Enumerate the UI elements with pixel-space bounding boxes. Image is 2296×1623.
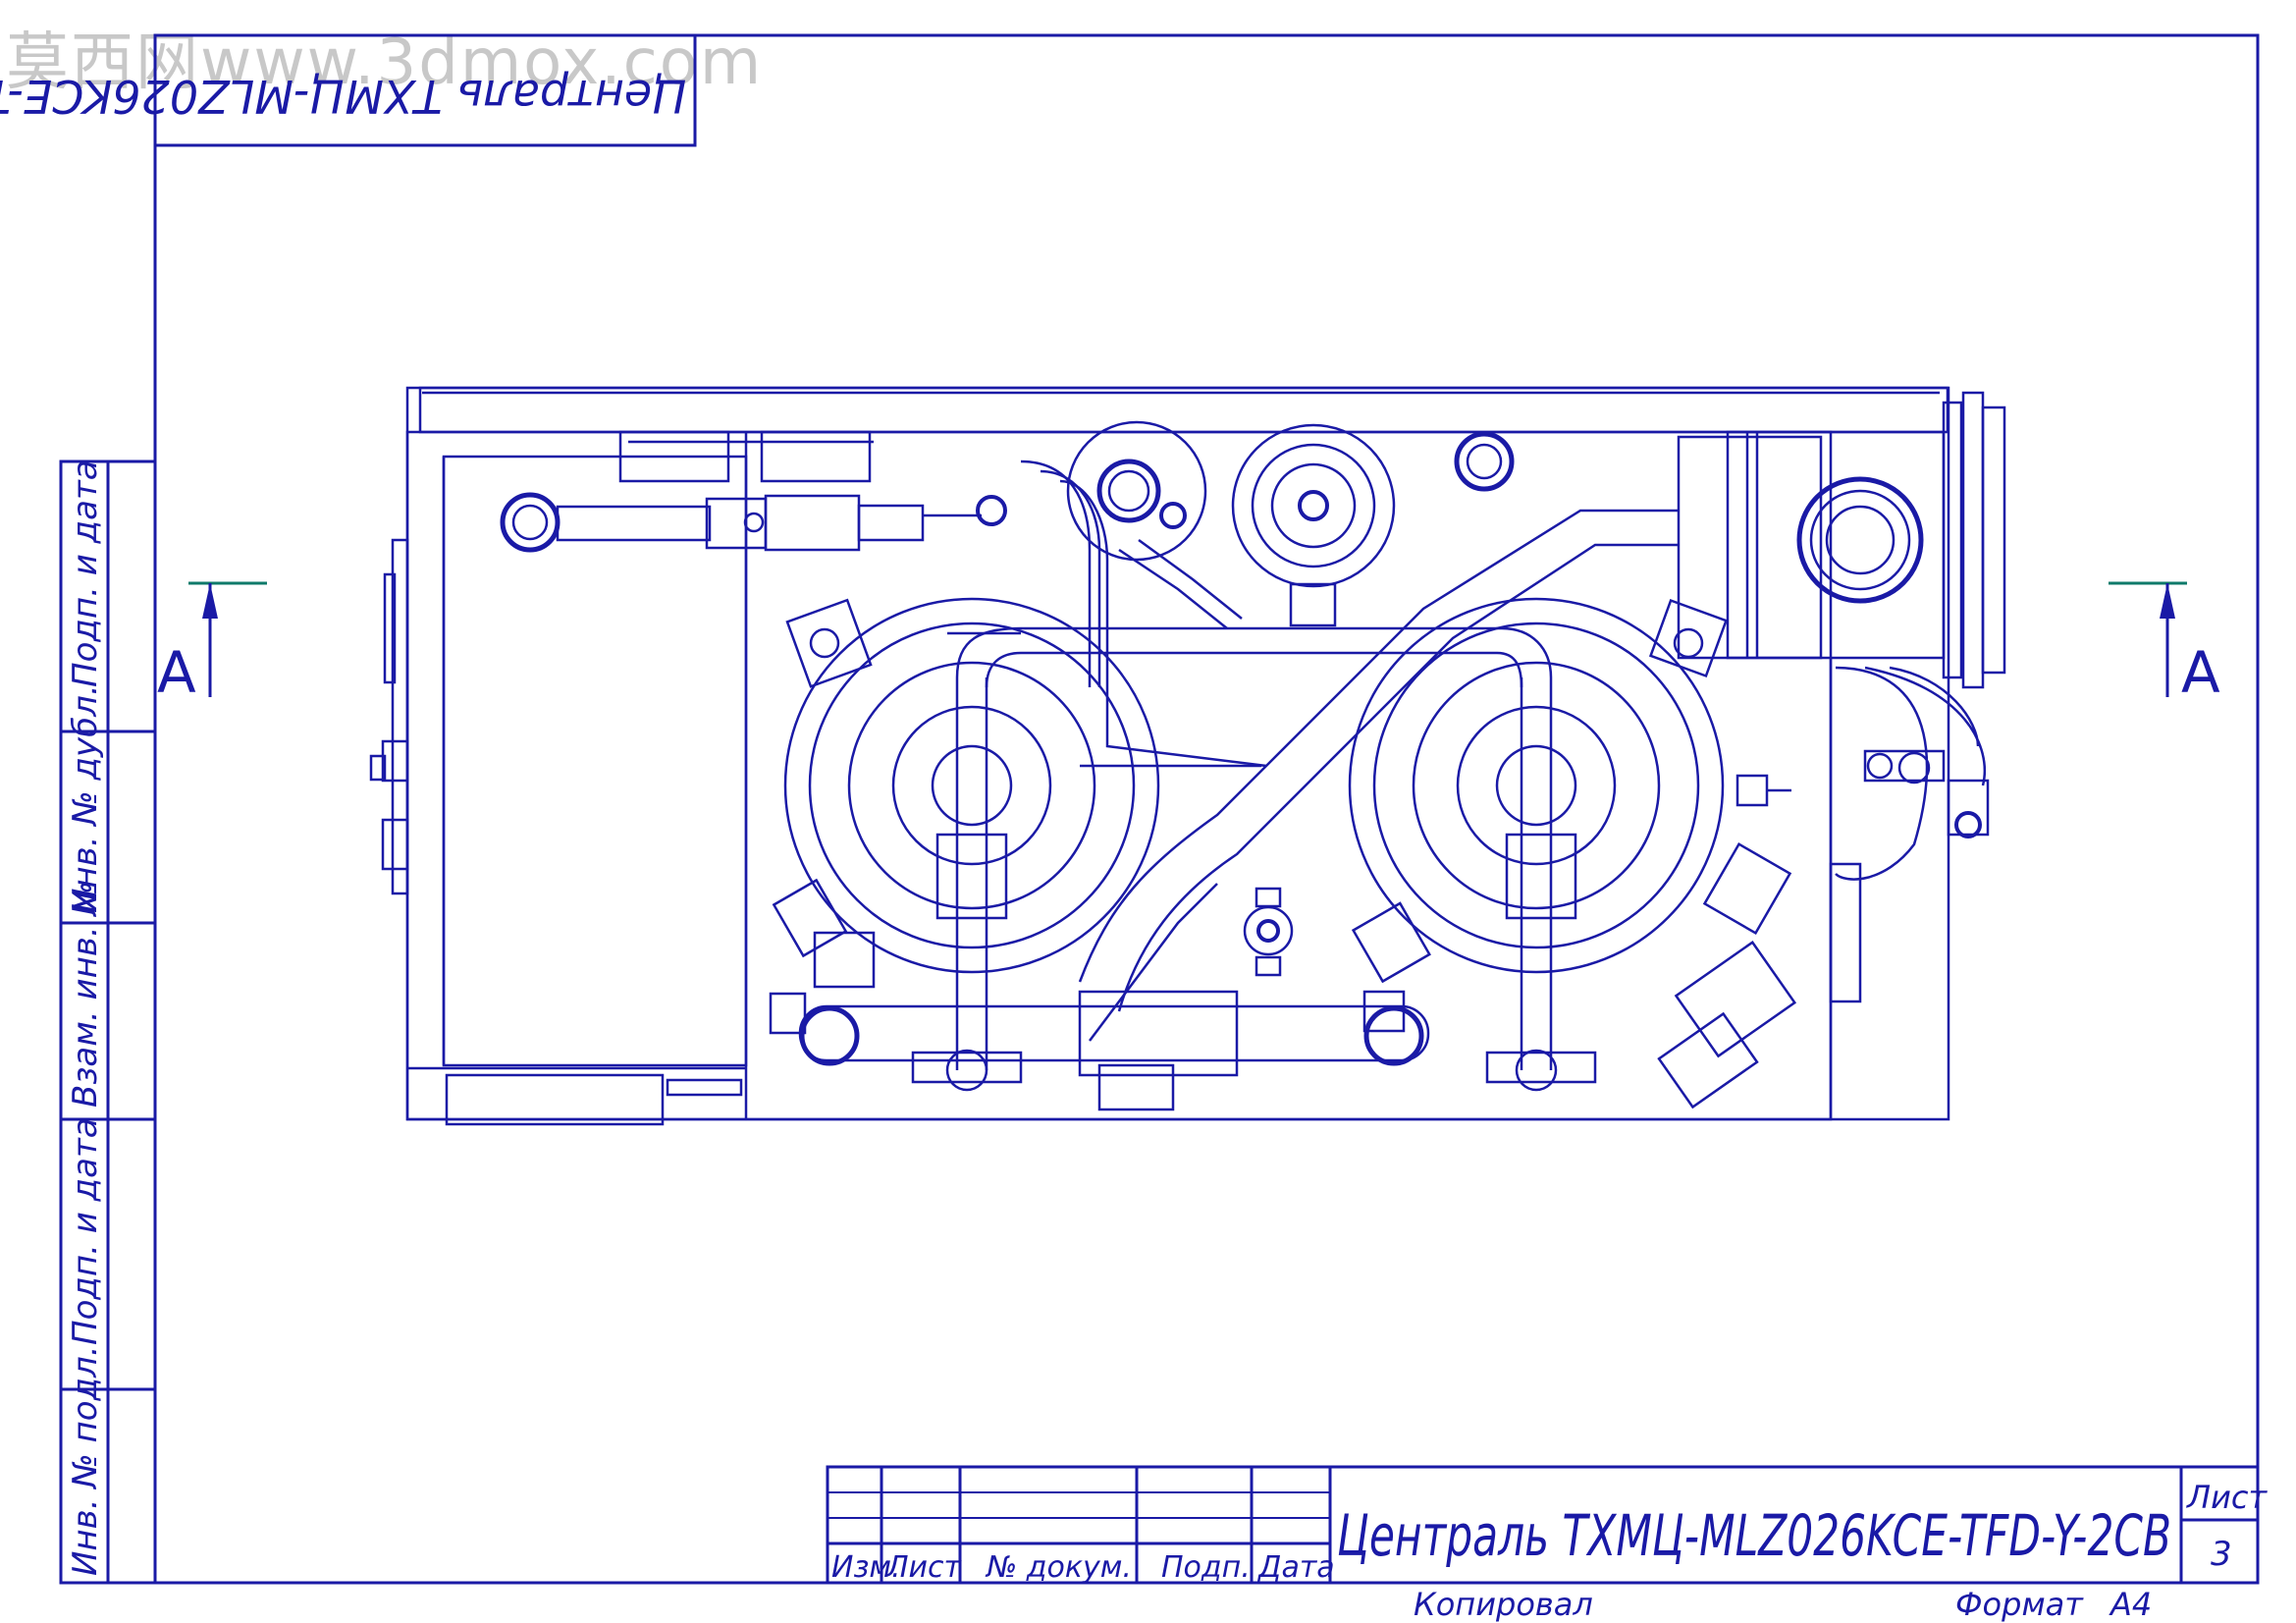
format-label: Формат [1955,1586,2084,1623]
side-stamp [59,460,157,1585]
compressor-left [772,597,1160,989]
sheet-label: Лист [2186,1479,2268,1516]
header-doc: № докум. [985,1550,1132,1585]
copied-label: Копировал [1414,1586,1593,1623]
watermark: 莫西网www.3dmox.com [6,27,764,99]
side-field-1: Подп. и дата [66,460,105,687]
section-marker-left: A [157,581,267,706]
mirrored-title-box: Централь ТХМЦ-MLZ026KCE-TFD-Y-2CB [0,33,697,147]
mirrored-title: Централь ТХМЦ-MLZ026KCE-TFD-Y-2CB [0,70,687,123]
header-sign: Подп. [1161,1550,1251,1585]
section-letter-right: A [2181,639,2220,706]
drawing-frame [153,33,2260,1585]
format-value: А4 [2109,1586,2152,1623]
side-field-2: Инв. № дубл. [66,684,105,913]
header-izm: Изм. [831,1550,901,1585]
side-field-4: Подп. и дата [66,1117,105,1345]
header-list: Лист [885,1550,963,1585]
sheet-number: 3 [2211,1535,2232,1574]
section-letter-left: A [157,639,196,706]
header-date: Дата [1256,1550,1335,1585]
side-field-5: Инв. № подл. [66,1345,105,1576]
side-field-3: Взам. инв. № [66,881,105,1108]
section-marker-right: A [2109,581,2220,706]
drawing-title: Централь ТХМЦ-MLZ026KCE-TFD-Y-2CB [1337,1502,2171,1569]
machine-drawing [369,386,2006,1126]
title-block [826,1465,2260,1585]
